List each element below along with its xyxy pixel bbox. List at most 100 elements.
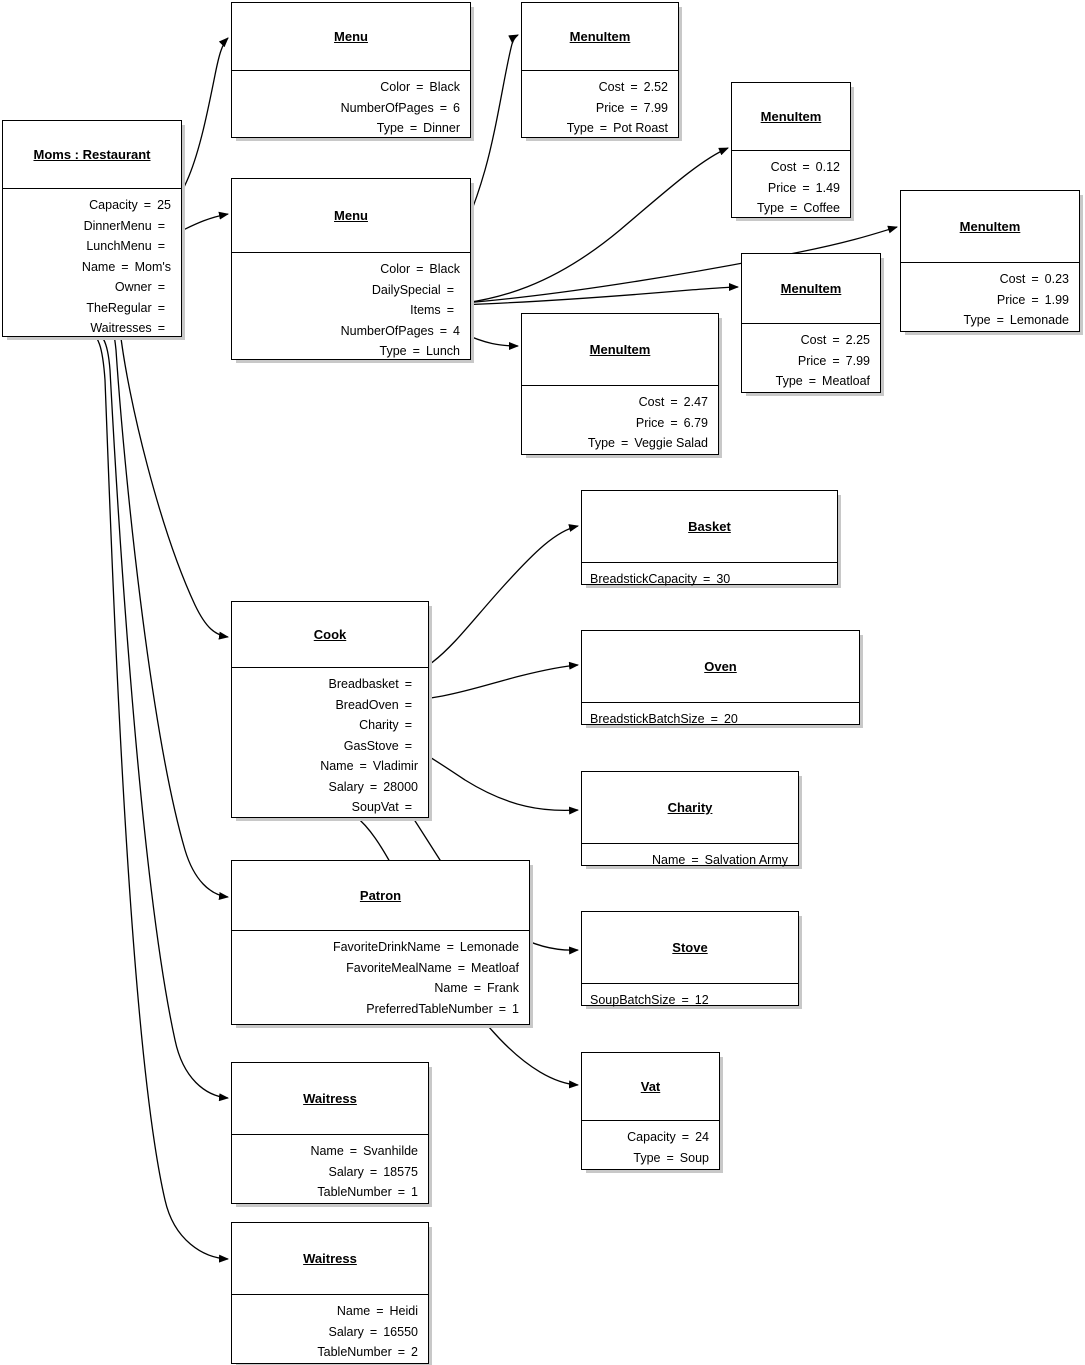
attribute-row: Salary=16550 [240,1322,418,1343]
attribute-value: 7.99 [845,353,870,368]
link-waitresses-2 [81,327,229,1263]
attribute-row: TheRegular= [11,298,171,319]
attribute-name: Color [380,80,411,94]
attribute-name: Name [310,1144,344,1158]
attribute-name: SoupBatchSize [590,993,676,1007]
attribute-name: Salary [328,1324,364,1339]
attribute-equals: = [404,738,412,753]
attribute-name: Cost [770,160,797,174]
object-header-restaurant: Moms : Restaurant [3,121,181,189]
attribute-value: 1 [512,1001,519,1016]
attribute-equals: = [498,1001,507,1016]
attribute-value: Mom's [134,259,171,274]
attribute-row: Type=Soup [590,1148,709,1169]
object-title: MenuItem [780,281,842,296]
attribute-name: Type [775,374,803,388]
attribute-row: LunchMenu= [11,236,171,257]
attribute-row: Salary=28000 [240,777,418,798]
attribute-value: Meatloaf [822,374,870,388]
attribute-value: 6 [453,100,460,115]
attribute-name: Type [633,1150,661,1165]
attribute-row: Capacity=25 [11,195,171,216]
link-theregular [81,306,229,900]
attribute-name: Cost [638,395,665,409]
attribute-value: Lemonade [1009,313,1069,327]
attribute-name: Type [379,344,407,358]
attribute-equals: = [121,259,129,274]
object-header-cook: Cook [232,602,428,668]
attribute-row: Charity= [240,715,418,736]
object-header-waitress-heidi: Waitress [232,1223,428,1295]
attribute-row: Cost = 2.47 [530,392,708,413]
attribute-value: 1.49 [815,180,840,195]
attribute-value: Salvation Army [704,853,788,867]
attribute-value: 1 [411,1185,418,1199]
attribute-row: Type = Coffee [740,198,840,219]
attribute-name: Capacity [627,1130,676,1144]
attribute-name: Name [651,853,686,867]
object-header-stove: Stove [582,912,798,984]
attribute-row: TableNumber=2 [240,1342,418,1363]
object-header-charity: Charity [582,772,798,844]
attribute-row: Type=Lemonade [909,310,1070,331]
attribute-value: 25 [157,198,171,212]
attribute-value: Vladimir [372,759,418,773]
attribute-equals: = [369,1164,378,1179]
attribute-row: Salary=18575 [240,1162,418,1183]
attribute-equals: = [376,1304,384,1318]
attribute-name: NumberOfPages [340,100,434,115]
attribute-name: Name [434,981,468,995]
attribute-row: Cost=0.23 [909,269,1069,290]
attribute-name: Charity [359,718,399,732]
attribute-equals: = [446,282,454,297]
attribute-name: Type [756,201,785,215]
attribute-name: Price [767,180,797,195]
attribute-value: Coffee [803,201,840,215]
attribute-equals: = [681,993,689,1007]
attribute-equals: = [670,395,678,409]
attribute-equals: = [369,779,378,794]
attribute-row: Type=Pot Roast [530,118,668,139]
attribute-value: 2.47 [683,395,708,409]
link-waitresses-1 [81,327,229,1102]
attribute-value: 20 [723,712,738,726]
object-header-menu-lunch: Menu [232,179,470,253]
attribute-equals: = [349,1144,358,1158]
attribute-name: FavoriteDrinkName [332,940,441,954]
attribute-value: 2.25 [845,333,870,347]
attribute-row: BreadstickBatchSize=20 [590,709,849,730]
attribute-name: Color [380,262,411,276]
attribute-name: TableNumber [317,1185,392,1199]
attribute-name: Type [963,313,991,327]
attribute-value: Heidi [389,1304,419,1318]
attribute-row: Owner= [11,277,171,298]
attribute-equals: = [790,201,798,215]
attribute-name: FavoriteMealName [346,960,452,975]
attribute-equals: = [157,300,165,315]
object-title: Oven [704,659,737,674]
attribute-equals: = [1031,292,1039,307]
attribute-row: Name=Svanhilde [240,1141,418,1162]
attribute-equals: = [404,697,412,712]
